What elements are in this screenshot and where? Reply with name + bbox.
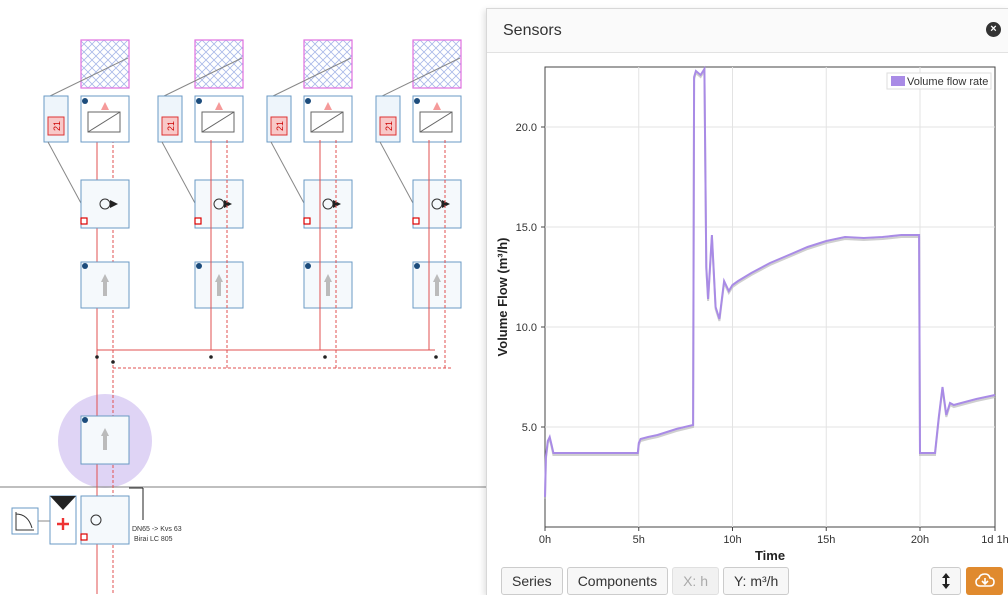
pipe-junctions: [95, 355, 438, 364]
series-line: [544, 65, 996, 498]
branch-column-4[interactable]: 21: [375, 39, 462, 309]
control-valve[interactable]: [303, 179, 353, 229]
sensors-panel[interactable]: Sensors × 0h 5h 10h 15h 20h 1d 1h 5.0 10.0 15.0 2…: [486, 8, 1008, 595]
y-tick-label: 15.0: [516, 222, 537, 234]
x-unit-button[interactable]: X: h: [672, 567, 719, 595]
valve-label-line2: Birai LC 805: [134, 536, 173, 543]
y-tick-label: 5.0: [522, 422, 537, 434]
panel-header: Sensors: [487, 9, 1008, 53]
x-tick-label: 1d 1h: [981, 534, 1008, 546]
panel-title: Sensors: [503, 21, 562, 39]
sensor-value: 21: [275, 121, 285, 131]
chart-toolbar: Series Components X: h Y: m³/h: [501, 567, 790, 595]
control-valve[interactable]: [412, 179, 462, 229]
control-valve[interactable]: [194, 179, 244, 229]
zone-room[interactable]: [412, 39, 462, 89]
zone-room[interactable]: [194, 39, 244, 89]
branch-column-3[interactable]: 21: [266, 39, 353, 309]
x-tick-label: 20h: [911, 534, 929, 546]
close-icon[interactable]: ×: [986, 22, 1001, 37]
y-tick-label: 10.0: [516, 322, 537, 334]
y-tick-label: 20.0: [516, 122, 537, 134]
zone-room[interactable]: [80, 39, 130, 89]
valve-label-line1: DN65 -> Kvs 63: [132, 526, 182, 533]
x-tick-label: 15h: [817, 534, 835, 546]
sensor-value: 21: [384, 121, 394, 131]
x-tick-label: 0h: [539, 534, 551, 546]
branch-column-1[interactable]: 21: [43, 39, 130, 309]
sensor-value: 21: [166, 121, 176, 131]
cloud-download-icon[interactable]: [966, 567, 1003, 595]
expand-vertical-icon[interactable]: [931, 567, 961, 595]
x-tick-label: 10h: [723, 534, 741, 546]
components-button[interactable]: Components: [566, 567, 669, 595]
x-axis-title: Time: [755, 548, 785, 563]
legend-box: [886, 72, 992, 90]
y-axis-title: Volume Flow (m³/h): [495, 238, 510, 357]
branch-pipes: [210, 140, 446, 368]
hydraulic-schematic[interactable]: 21 21 21: [0, 0, 486, 594]
y-unit-button[interactable]: Y: m³/h: [722, 567, 790, 595]
zone-room[interactable]: [303, 39, 353, 89]
legend-label: Volume flow rate: [907, 76, 988, 88]
plot-area: [544, 66, 996, 528]
series-shadow: [544, 67, 996, 500]
flow-meter[interactable]: [412, 261, 462, 309]
control-valve[interactable]: [80, 179, 130, 229]
series-button[interactable]: Series: [501, 567, 563, 595]
main-control-valve[interactable]: [80, 495, 130, 545]
x-tick-label: 5h: [633, 534, 645, 546]
selected-flow-meter[interactable]: [80, 415, 130, 465]
branch-column-2[interactable]: 21: [157, 39, 244, 309]
sensor-value: 21: [52, 121, 62, 131]
legend-swatch: [891, 76, 905, 86]
